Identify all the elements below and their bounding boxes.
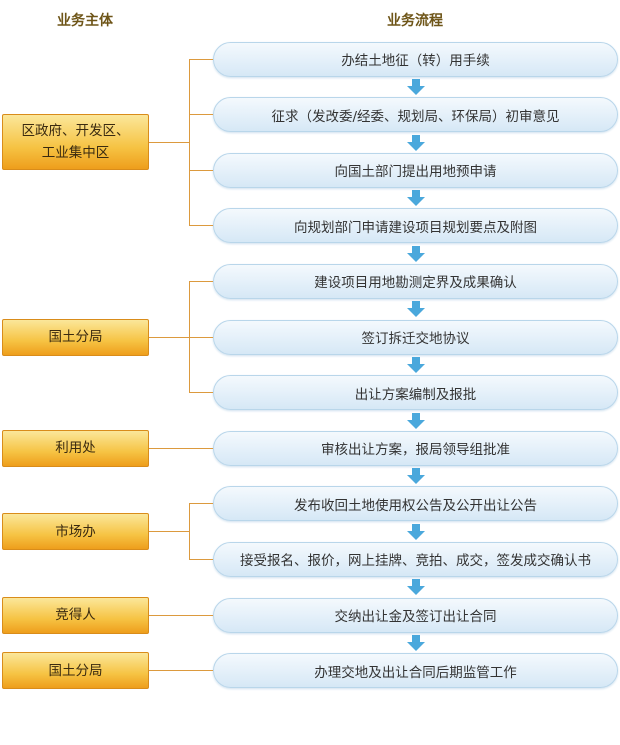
down-arrow-icon — [407, 523, 425, 540]
actors-header: 业务主体 — [57, 13, 113, 29]
process-step: 建设项目用地勘测定界及成果确认 — [213, 263, 618, 299]
down-arrow-icon — [407, 79, 425, 95]
process-step: 发布收回土地使用权公告及公开出让公告 — [213, 486, 618, 522]
process-step: 审核出让方案，报局领导组批准 — [213, 430, 618, 466]
process-step: 出让方案编制及报批 — [213, 375, 618, 411]
down-arrow-icon — [407, 134, 425, 151]
connector-line — [189, 225, 213, 227]
down-arrow-icon — [407, 412, 425, 429]
actor-box: 区政府、开发区、工业集中区 — [2, 114, 149, 171]
down-arrow-icon — [407, 301, 425, 318]
connector-line — [189, 59, 190, 226]
actor-box: 竞得人 — [2, 596, 149, 634]
connector-line — [189, 558, 213, 560]
connector-line — [149, 614, 213, 616]
connector-line — [189, 169, 213, 171]
down-arrow-icon — [407, 468, 425, 485]
connector-line — [149, 336, 189, 338]
process-step: 交纳出让金及签订出让合同 — [213, 597, 618, 633]
process-step: 向国土部门提出用地预申请 — [213, 152, 618, 188]
connector-line — [189, 114, 213, 116]
process-step: 签订拆迁交地协议 — [213, 319, 618, 355]
actor-box: 利用处 — [2, 429, 149, 467]
process-step: 接受报名、报价，网上挂牌、竞拍、成交，签发成交确认书 — [213, 541, 618, 577]
actor-box: 国土分局 — [2, 652, 149, 690]
process-header: 业务流程 — [387, 13, 443, 29]
process-step: 办结土地征（转）用手续 — [213, 41, 618, 77]
down-arrow-icon — [407, 245, 425, 262]
connector-line — [149, 531, 189, 533]
actor-box: 国土分局 — [2, 318, 149, 356]
connector-line — [149, 670, 213, 672]
down-arrow-icon — [407, 635, 425, 651]
connector-line — [189, 58, 213, 60]
connector-line — [189, 503, 213, 505]
connector-line — [149, 447, 213, 449]
connector-line — [189, 503, 190, 560]
actor-box: 市场办 — [2, 513, 149, 551]
process-step: 向规划部门申请建设项目规划要点及附图 — [213, 208, 618, 244]
connector-line — [189, 280, 213, 282]
process-step: 征求（发改委/经委、规划局、环保局）初审意见 — [213, 97, 618, 133]
down-arrow-icon — [407, 357, 425, 373]
connector-line — [189, 336, 213, 338]
connector-line — [189, 392, 213, 394]
process-step: 办理交地及出让合同后期监管工作 — [213, 653, 618, 689]
down-arrow-icon — [407, 190, 425, 207]
down-arrow-icon — [407, 579, 425, 596]
connector-line — [149, 141, 189, 143]
